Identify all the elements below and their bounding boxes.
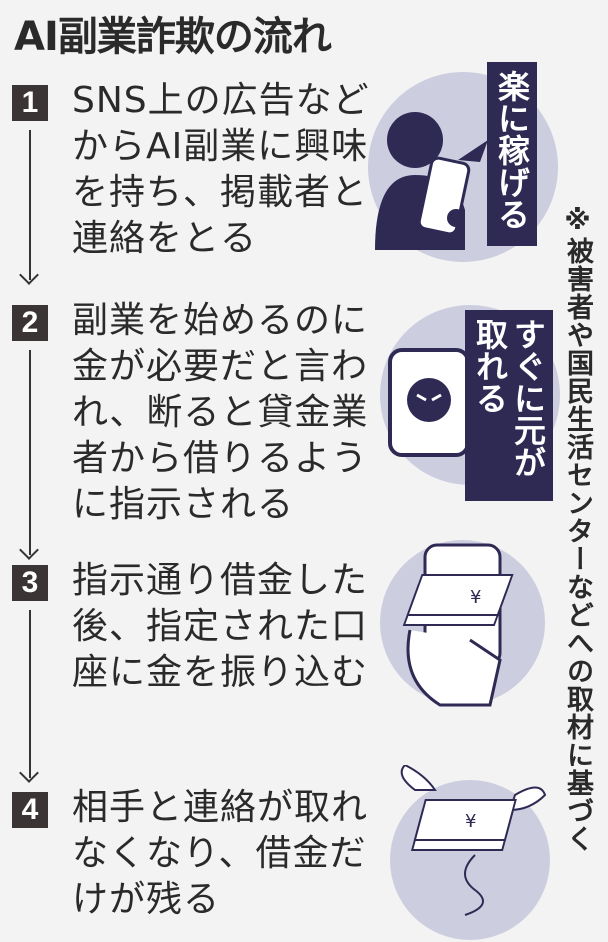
arrow-down-icon xyxy=(29,350,31,555)
speech-bubble-step1: 楽に稼げる xyxy=(487,62,537,246)
speech-bubble-step2: すぐに元が取れる xyxy=(465,310,553,501)
step-text-1: SNS上の広告などからAI副業に興味を持ち、掲載者と連絡をとる xyxy=(72,80,370,259)
source-note: ※被害者や国民生活センターなどへの取材に基づく xyxy=(562,205,593,853)
step-number-1: 1 xyxy=(12,85,48,121)
step-text-3: 指示通り借金した後、指定された口座に金を振り込む xyxy=(72,560,369,693)
step-text-4: 相手と連絡が取れなくなり、借金だけが残る xyxy=(72,787,369,920)
phone-scammer-icon xyxy=(388,348,475,457)
step-text-2: 副業を始めるのに金が必要だと言われ、断ると貸金業者から借りるように指示される xyxy=(72,300,369,525)
page-title: AI副業詐欺の流れ xyxy=(14,14,332,60)
arrow-down-icon xyxy=(29,610,31,778)
step-number-3: 3 xyxy=(12,565,48,601)
hand-phone-money-icon: ¥ xyxy=(402,543,514,707)
step-number-4: 4 xyxy=(12,792,48,828)
yen-symbol: ¥ xyxy=(465,811,476,832)
arrow-down-icon xyxy=(29,130,31,280)
flying-money-icon: ¥ xyxy=(400,765,547,916)
yen-symbol: ¥ xyxy=(470,587,481,608)
step-number-2: 2 xyxy=(12,305,48,341)
person-with-phone-icon xyxy=(375,112,488,250)
